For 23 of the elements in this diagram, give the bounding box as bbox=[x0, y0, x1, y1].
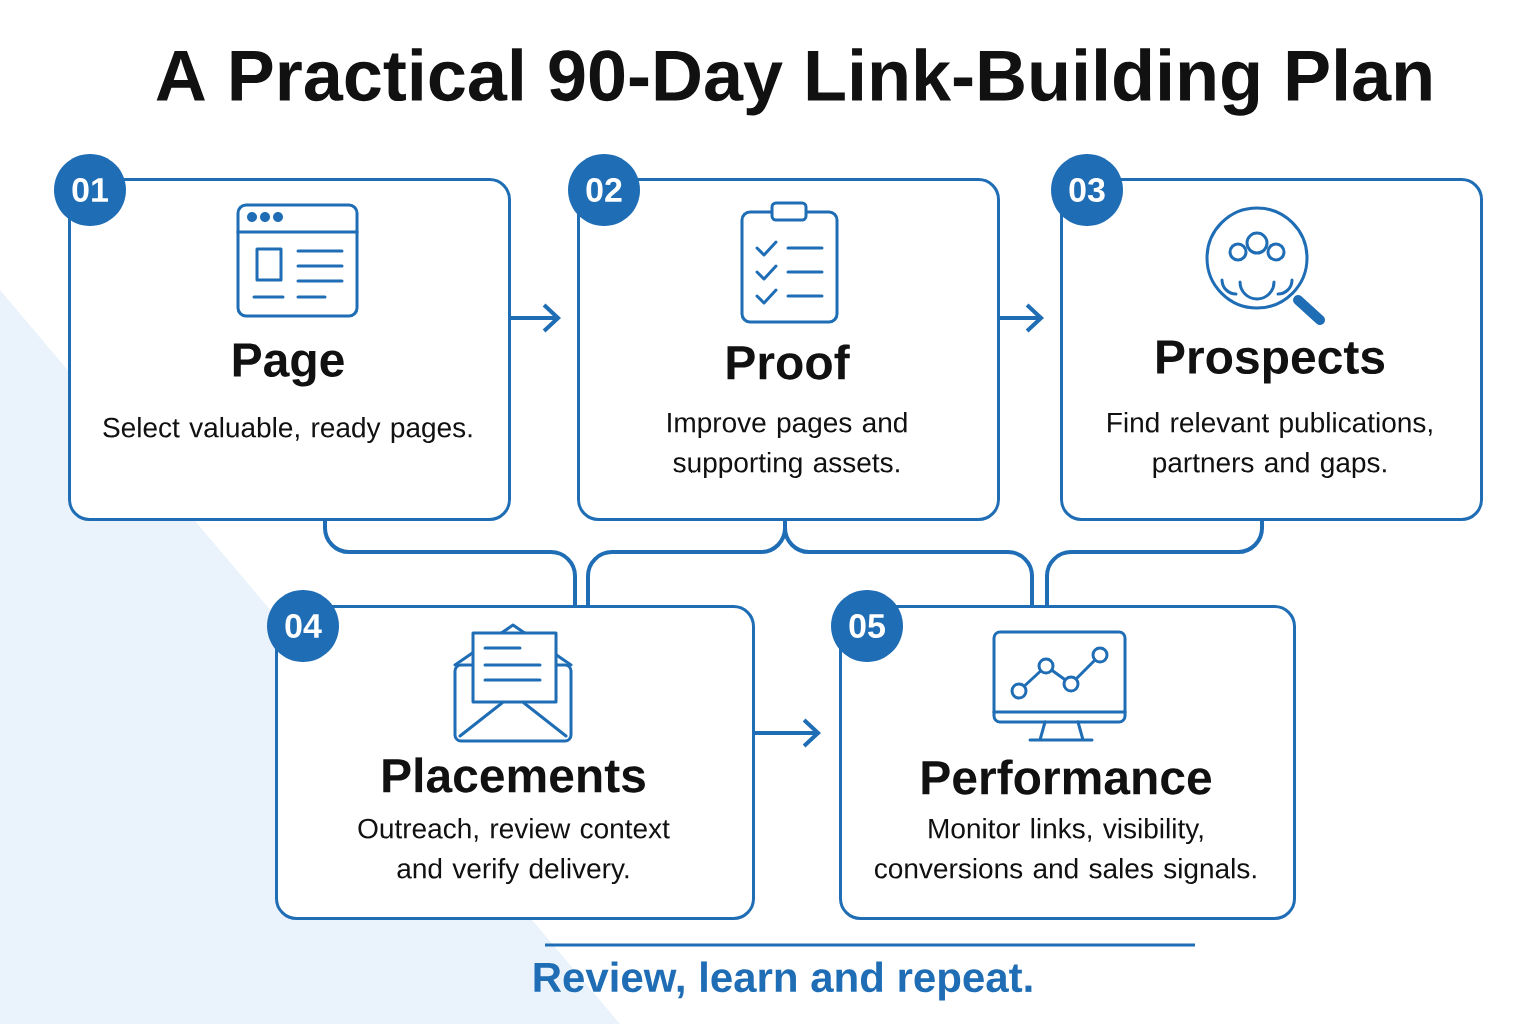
connector bbox=[755, 718, 821, 748]
connector bbox=[1000, 303, 1045, 333]
step-description: Improve pages and supporting assets. bbox=[668, 411, 907, 479]
step-heading: Prospects bbox=[1157, 340, 1385, 384]
number-badge: 02 bbox=[568, 154, 640, 226]
step-description: Monitor links, visibility, conversions and sales signals. bbox=[875, 817, 1256, 885]
number-badge: 03 bbox=[1051, 154, 1123, 226]
connector bbox=[323, 521, 577, 605]
step-description: Outreach, review context and verify delivery. bbox=[358, 817, 670, 885]
title: A Practical 90-Day Link-Building Plan bbox=[156, 48, 1431, 116]
connector bbox=[783, 521, 1034, 605]
step-heading: Placements bbox=[383, 757, 645, 793]
number-badge: 05 bbox=[831, 590, 903, 662]
step-description: Find relevant publications, partners and gaps. bbox=[1108, 411, 1432, 479]
step-heading: Proof bbox=[727, 344, 850, 380]
step-heading: Page bbox=[233, 343, 344, 387]
footer-note: Review, learn and repeat. bbox=[534, 961, 1032, 1001]
connector bbox=[511, 303, 561, 333]
connector bbox=[1045, 521, 1264, 605]
number-badge: 04 bbox=[267, 590, 339, 662]
step-heading: Performance bbox=[922, 759, 1212, 795]
step-description: Select valuable, ready pages. bbox=[103, 416, 472, 444]
number-badge: 01 bbox=[54, 154, 126, 226]
